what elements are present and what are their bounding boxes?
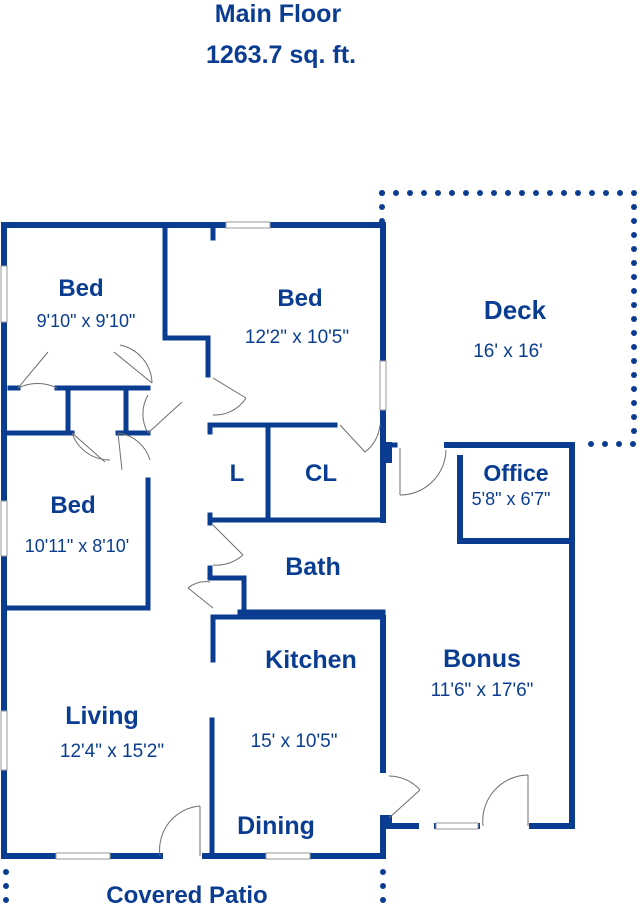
door-closet-c bbox=[117, 432, 151, 471]
room-dims: 12'4" x 15'2" bbox=[60, 741, 164, 762]
room-dims: 10'11" x 8'10' bbox=[25, 536, 129, 556]
floor-area: 1263.7 sq. ft. bbox=[206, 41, 356, 69]
room-name: Bed bbox=[277, 285, 322, 312]
door-bed1-hall bbox=[113, 344, 153, 384]
room-dims: 12'2" x 10'5" bbox=[245, 327, 349, 348]
room-name: CL bbox=[305, 460, 337, 487]
room-name: Office bbox=[483, 460, 548, 486]
room-kitchen: Kitchen 15' x 10'5" bbox=[251, 646, 357, 752]
room-dims: 16' x 16' bbox=[473, 341, 543, 362]
room-name: Bed bbox=[50, 492, 95, 519]
door-bonus-ext bbox=[482, 774, 529, 827]
room-bed2: Bed 12'2" x 10'5" bbox=[245, 285, 349, 348]
room-name: L bbox=[230, 460, 245, 487]
room-linen: L bbox=[230, 460, 245, 487]
door-bed1 bbox=[17, 351, 58, 389]
door-living bbox=[159, 805, 201, 857]
door-bath-b bbox=[187, 581, 214, 609]
room-name: Living bbox=[65, 702, 139, 730]
room-dining: Dining bbox=[237, 812, 315, 840]
room-name: Deck bbox=[484, 295, 547, 325]
exterior-walls bbox=[1, 222, 386, 859]
room-name: Dining bbox=[237, 812, 315, 840]
room-dims: 9'10" x 9'10" bbox=[37, 311, 136, 331]
floor-title: Main Floor bbox=[215, 0, 342, 28]
room-bed1: Bed 9'10" x 9'10" bbox=[37, 275, 136, 331]
room-name: Kitchen bbox=[265, 646, 357, 674]
door-bed2 bbox=[212, 377, 247, 416]
room-name: Covered Patio bbox=[106, 882, 267, 909]
door-closet-b bbox=[71, 432, 111, 463]
deck-outline bbox=[379, 190, 637, 447]
room-patio: Covered Patio bbox=[106, 882, 267, 909]
room-deck: Deck 16' x 16' bbox=[473, 295, 546, 362]
door-bonus-kitchen bbox=[388, 775, 421, 819]
room-name: Bed bbox=[58, 275, 103, 302]
door-bath bbox=[212, 524, 244, 566]
room-living: Living 12'4" x 15'2" bbox=[60, 702, 164, 762]
room-office: Office 5'8" x 6'7" bbox=[472, 460, 551, 509]
room-bonus: Bonus 11'6" x 17'6" bbox=[431, 645, 534, 701]
room-closet: CL bbox=[305, 460, 337, 487]
room-bed3: Bed 10'11" x 8'10' bbox=[25, 492, 129, 556]
room-dims: 15' x 10'5" bbox=[251, 731, 338, 752]
room-name: Bath bbox=[285, 553, 341, 581]
room-dims: 5'8" x 6'7" bbox=[472, 489, 551, 509]
windows bbox=[0, 221, 479, 860]
doors bbox=[17, 344, 529, 857]
door-cl bbox=[339, 424, 381, 453]
interior-walls bbox=[1, 222, 398, 859]
room-name: Bonus bbox=[443, 645, 521, 673]
room-bath: Bath bbox=[285, 553, 341, 581]
door-deck bbox=[399, 448, 447, 496]
room-dims: 11'6" x 17'6" bbox=[431, 680, 534, 701]
door-closet-a bbox=[142, 394, 183, 434]
